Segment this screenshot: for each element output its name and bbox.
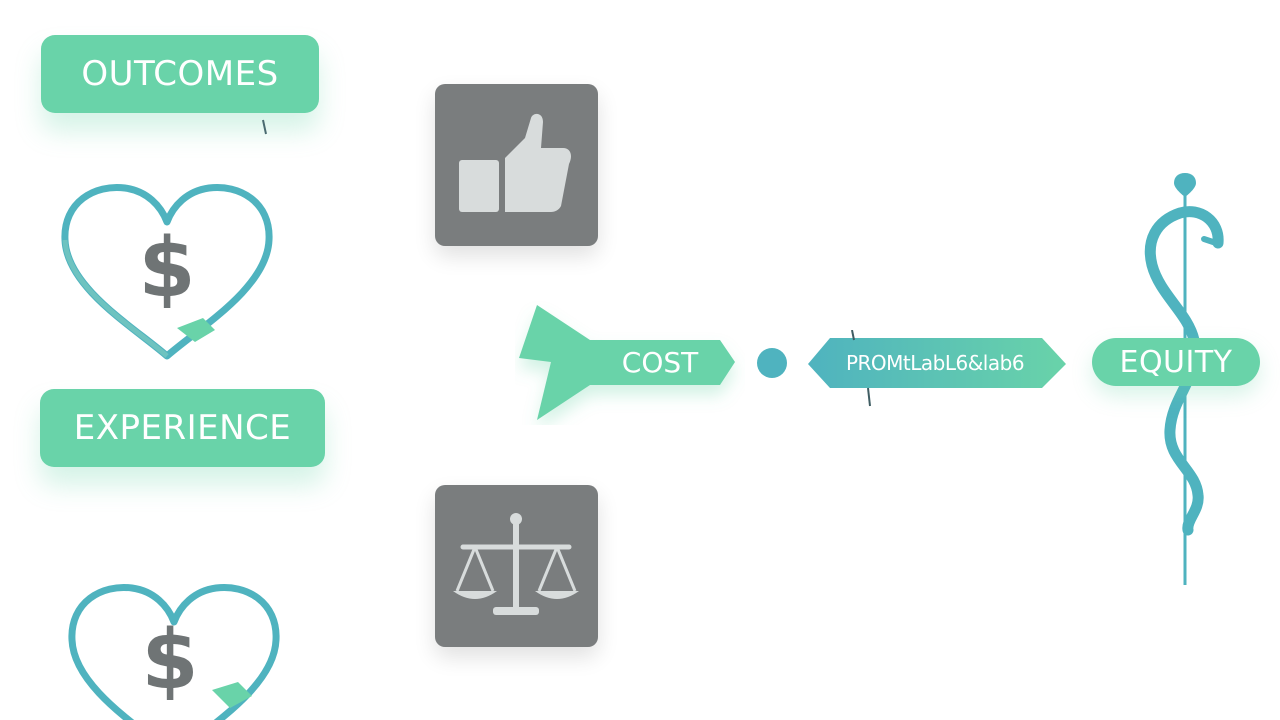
heart-dollar-symbol: $ [138,221,195,316]
heart-dollar-icon: $ [61,183,273,360]
thumbs-up-tile[interactable] [435,84,598,246]
thumbs-up-icon [459,113,571,212]
experience-node[interactable]: EXPERIENCE [40,389,325,467]
cost-node[interactable]: COST [600,342,720,382]
outcomes-label: OUTCOMES [81,54,279,94]
experience-label: EXPERIENCE [73,408,292,448]
cost-arrow-shape [519,305,735,420]
outcomes-tick [262,119,267,135]
equity-label: EQUITY [1119,344,1233,380]
heart-dollar-symbol: $ [141,613,198,708]
cost-label: COST [621,345,699,379]
heart-dollar-icon: $ [68,583,280,720]
prom-label: PROMtLabL6&lab6 [845,351,1025,375]
connector-dot [757,348,787,378]
prom-banner-shape [808,330,1066,407]
prom-node[interactable]: PROMtLabL6&lab6 [820,345,1050,381]
equity-node[interactable]: EQUITY [1092,338,1260,386]
scales-icon [453,513,579,615]
scales-tile[interactable] [435,485,598,647]
top-dot [160,0,190,6]
outcomes-node[interactable]: OUTCOMES [41,35,319,113]
